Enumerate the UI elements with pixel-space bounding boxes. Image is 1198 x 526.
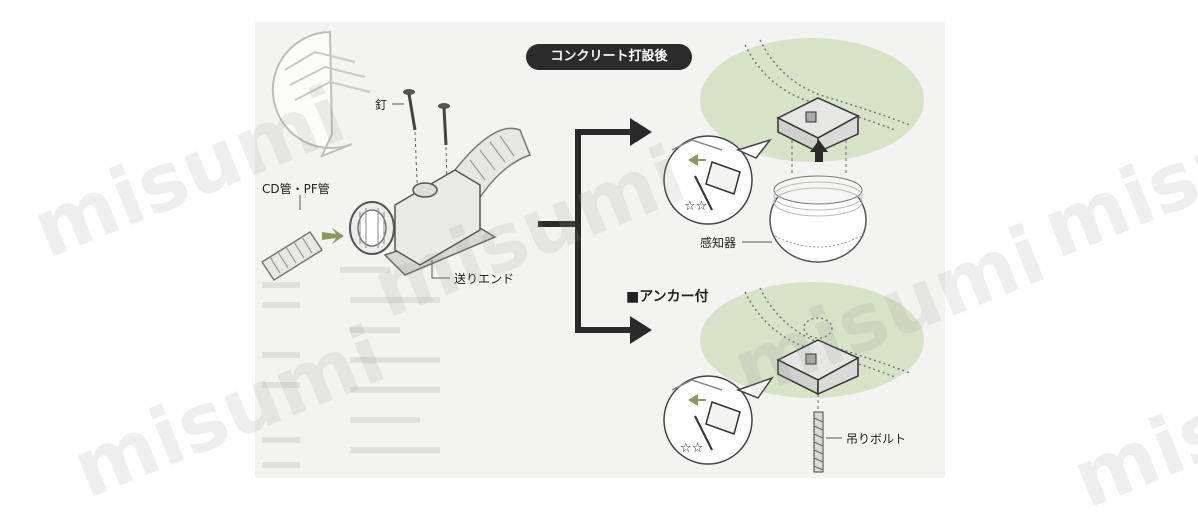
svg-text:☆☆: ☆☆ xyxy=(684,199,707,214)
dotted-pipe-top xyxy=(744,39,911,131)
cd-pf-pipe xyxy=(260,228,344,282)
label-cd-pf-pipe: CD管・PF管 xyxy=(262,182,330,196)
label-sensor: 感知器 xyxy=(700,236,737,250)
label-nail: 釘 xyxy=(375,98,388,112)
sensor-dome xyxy=(769,175,867,263)
insert-arrow xyxy=(322,228,344,244)
title-pill: コンクリート打設後 xyxy=(526,44,692,70)
detail-circle-top: ☆☆ xyxy=(663,135,773,225)
ghost-text-lines xyxy=(262,267,440,468)
detail-circle-bottom: ☆☆ xyxy=(663,375,774,465)
nail-pair xyxy=(403,89,450,221)
detail-bubble-top-left xyxy=(271,30,371,158)
hanging-bolt xyxy=(813,411,824,473)
installation-diagram: ☆☆ xyxy=(20,22,1198,526)
label-hanging-bolt: 吊りボルト xyxy=(846,432,907,446)
label-feed-end: 送りエンド xyxy=(454,272,515,286)
diagram-drawing: ☆☆ xyxy=(255,22,945,478)
up-arrow xyxy=(810,140,828,162)
feed-end-box xyxy=(349,127,531,276)
leader-lines-right xyxy=(742,241,842,439)
junction-box-top xyxy=(776,97,860,154)
dotted-pipe-bottom xyxy=(744,287,911,378)
label-anchor-option: ■アンカー付 xyxy=(626,289,709,305)
svg-text:☆☆: ☆☆ xyxy=(680,441,703,456)
leader-lines-left xyxy=(299,103,450,279)
guides-top xyxy=(791,140,847,176)
branch-arrows xyxy=(538,118,652,344)
ceiling-area-top xyxy=(700,38,924,162)
junction-box-bottom xyxy=(776,339,860,396)
